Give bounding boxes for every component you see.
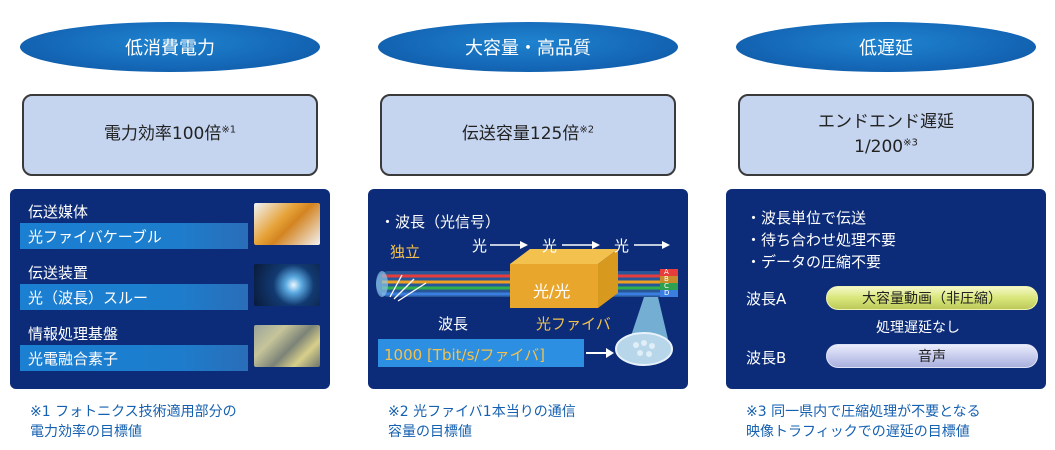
hop-3: 光 bbox=[614, 237, 630, 255]
column-low-power: 低消費電力 電力効率100倍※1 伝送媒体 光ファイバケーブル 伝送装置 光（波… bbox=[10, 0, 330, 450]
label-wavelength: 波長 bbox=[438, 315, 469, 333]
metric-box-capacity: 伝送容量125倍※2 bbox=[380, 94, 676, 176]
metric-box-power-efficiency: 電力効率100倍※1 bbox=[22, 94, 318, 176]
bullet-no-queuing: ・待ち合わせ処理不要 bbox=[746, 231, 897, 249]
label-info-processing-base: 情報処理基盤 bbox=[28, 325, 119, 343]
panel-low-power: 伝送媒体 光ファイバケーブル 伝送装置 光（波長）スルー 情報処理基盤 光電融合… bbox=[10, 189, 330, 389]
bullet-per-wavelength: ・波長単位で伝送 bbox=[746, 209, 867, 227]
footnote-2: ※2 光ファイバ1本当りの通信 容量の目標値 bbox=[388, 402, 576, 443]
label-wavelength-a: 波長A bbox=[746, 290, 787, 308]
metric-text: 電力効率100倍 bbox=[103, 124, 222, 145]
oe-box-label: 光/光 bbox=[533, 282, 571, 301]
channel-labels: A B C D bbox=[664, 269, 669, 297]
column-low-latency: 低遅延 エンドエンド遅延 1/200※3 ・波長単位で伝送 ・待ち合わせ処理不要… bbox=[726, 0, 1046, 450]
capacity-value: 1000 [Tbit/s/ファイバ] bbox=[384, 346, 546, 364]
fiber-cable-image bbox=[254, 203, 320, 245]
heading-capacity-quality: 大容量・高品質 bbox=[378, 22, 678, 72]
bullet-no-compression: ・データの圧縮不要 bbox=[746, 253, 882, 271]
bar-optical-wavelength-through: 光（波長）スルー bbox=[20, 284, 248, 310]
channel-a: A bbox=[664, 268, 669, 276]
optical-equipment-image bbox=[254, 264, 320, 306]
column-capacity-quality: 大容量・高品質 伝送容量125倍※2 bbox=[368, 0, 688, 450]
footnote-1-line2: 電力効率の目標値 bbox=[30, 424, 142, 441]
footnote-mark: ※3 bbox=[903, 137, 918, 149]
heading-low-power: 低消費電力 bbox=[20, 22, 320, 72]
channel-b: B bbox=[664, 275, 669, 283]
hop-2: 光 bbox=[542, 237, 558, 255]
chip-image bbox=[254, 325, 320, 367]
metric-text: エンドエンド遅延 bbox=[818, 111, 954, 132]
label-wavelength-b: 波長B bbox=[746, 349, 787, 367]
metric-value: 1/200 bbox=[854, 137, 904, 157]
hop-1: 光 bbox=[472, 237, 488, 255]
fiber-diagram bbox=[376, 241, 678, 367]
label-optical-fiber: 光ファイバ bbox=[536, 315, 611, 333]
label-transmission-medium: 伝送媒体 bbox=[28, 203, 89, 221]
panel-latency: ・波長単位で伝送 ・待ち合わせ処理不要 ・データの圧縮不要 波長A 大容量動画（… bbox=[726, 189, 1046, 389]
label-no-processing-delay: 処理遅延なし bbox=[876, 320, 960, 336]
channel-d: D bbox=[664, 289, 670, 297]
metric-box-latency: エンドエンド遅延 1/200※3 bbox=[738, 94, 1034, 176]
label-independent: 独立 bbox=[390, 243, 421, 261]
panel-capacity: ・波長（光信号） 独立 光 光 光 光/光 波長 光ファイバ 1000 [Tbi… bbox=[368, 189, 688, 389]
footnote-1: ※1 フォトニクス技術適用部分の 電力効率の目標値 bbox=[30, 402, 237, 443]
footnote-mark: ※2 bbox=[579, 124, 595, 136]
tube-uncompressed-video: 大容量動画（非圧縮） bbox=[826, 286, 1038, 310]
footnote-3-line2: 映像トラフィックでの遅延の目標値 bbox=[746, 424, 970, 441]
footnote-mark: ※1 bbox=[221, 124, 237, 136]
footnote-3-line1: ※3 同一県内で圧縮処理が不要となる bbox=[746, 404, 981, 420]
label-transmission-equipment: 伝送装置 bbox=[28, 264, 89, 282]
footnote-2-line2: 容量の目標値 bbox=[388, 424, 472, 441]
heading-low-latency: 低遅延 bbox=[736, 22, 1036, 72]
footnote-3: ※3 同一県内で圧縮処理が不要となる 映像トラフィックでの遅延の目標値 bbox=[746, 402, 981, 443]
bar-optical-fiber-cable: 光ファイバケーブル bbox=[20, 223, 248, 249]
footnote-2-line1: ※2 光ファイバ1本当りの通信 bbox=[388, 404, 576, 420]
channel-c: C bbox=[664, 282, 669, 290]
footnote-1-line1: ※1 フォトニクス技術適用部分の bbox=[30, 404, 237, 420]
metric-text: 伝送容量125倍 bbox=[461, 124, 580, 145]
bullet-wavelength: ・波長（光信号） bbox=[380, 213, 501, 231]
bar-optoelectronic-device: 光電融合素子 bbox=[20, 345, 248, 371]
tube-audio: 音声 bbox=[826, 344, 1038, 368]
